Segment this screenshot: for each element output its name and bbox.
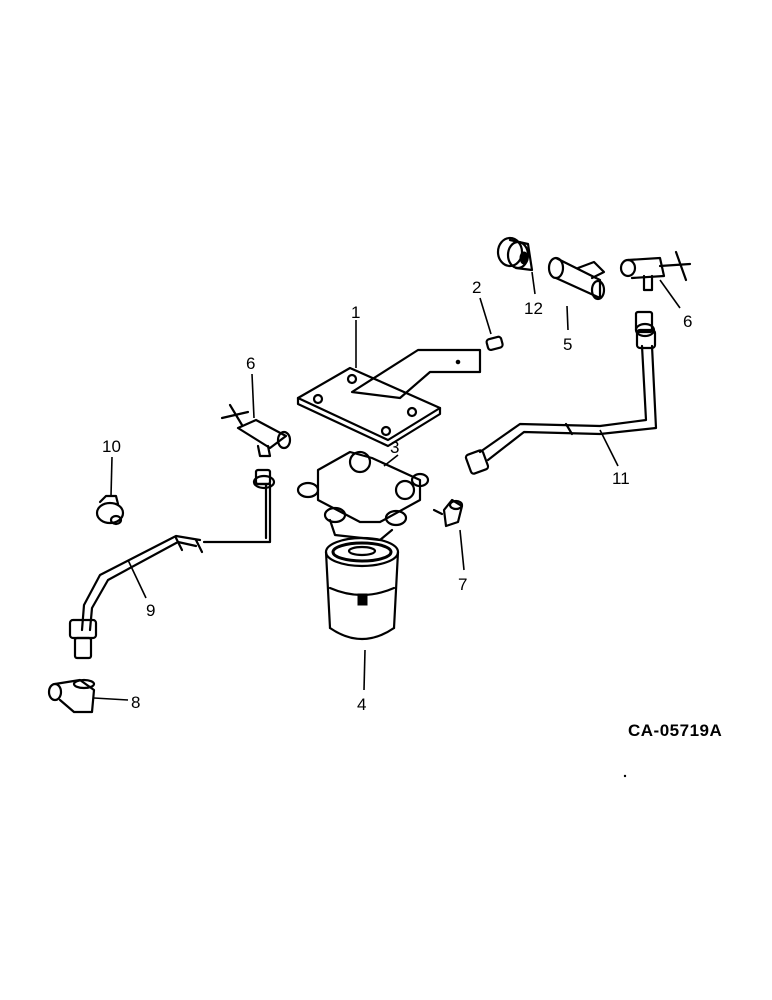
- callout-12: 12: [524, 299, 543, 318]
- callout-6-right: 6: [683, 312, 692, 331]
- part-filter-head: [296, 450, 430, 542]
- part-filter-cartridge: [324, 536, 400, 640]
- part-plug: [485, 335, 504, 352]
- part-drain-cock-right: [619, 250, 692, 292]
- part-mounting-bracket: [296, 348, 482, 448]
- part-elbow: [432, 498, 464, 528]
- callout-11: 11: [612, 469, 630, 488]
- part-fuel-line-right: [464, 310, 658, 475]
- drawing-code: CA-05719A: [628, 721, 722, 740]
- callout-8: 8: [131, 693, 140, 712]
- callout-4: 4: [357, 695, 366, 714]
- callout-5: 5: [563, 335, 572, 354]
- callout-2: 2: [472, 278, 481, 297]
- callout-9: 9: [146, 601, 155, 620]
- part-elbow-fitting: [47, 678, 96, 714]
- part-hose-clip: [95, 494, 125, 526]
- callout-10: 10: [102, 437, 121, 456]
- part-fuel-line-left: [68, 468, 276, 660]
- leader-lines: [93, 271, 681, 701]
- callout-7: 7: [458, 575, 467, 594]
- part-bushing: [496, 236, 534, 272]
- callout-3: 3: [390, 438, 399, 457]
- callout-1: 1: [351, 303, 360, 322]
- part-tee-fitting: [547, 256, 606, 301]
- callout-6-left: 6: [246, 354, 255, 373]
- part-drain-cock-left: [220, 403, 292, 458]
- scan-speck: [623, 774, 627, 778]
